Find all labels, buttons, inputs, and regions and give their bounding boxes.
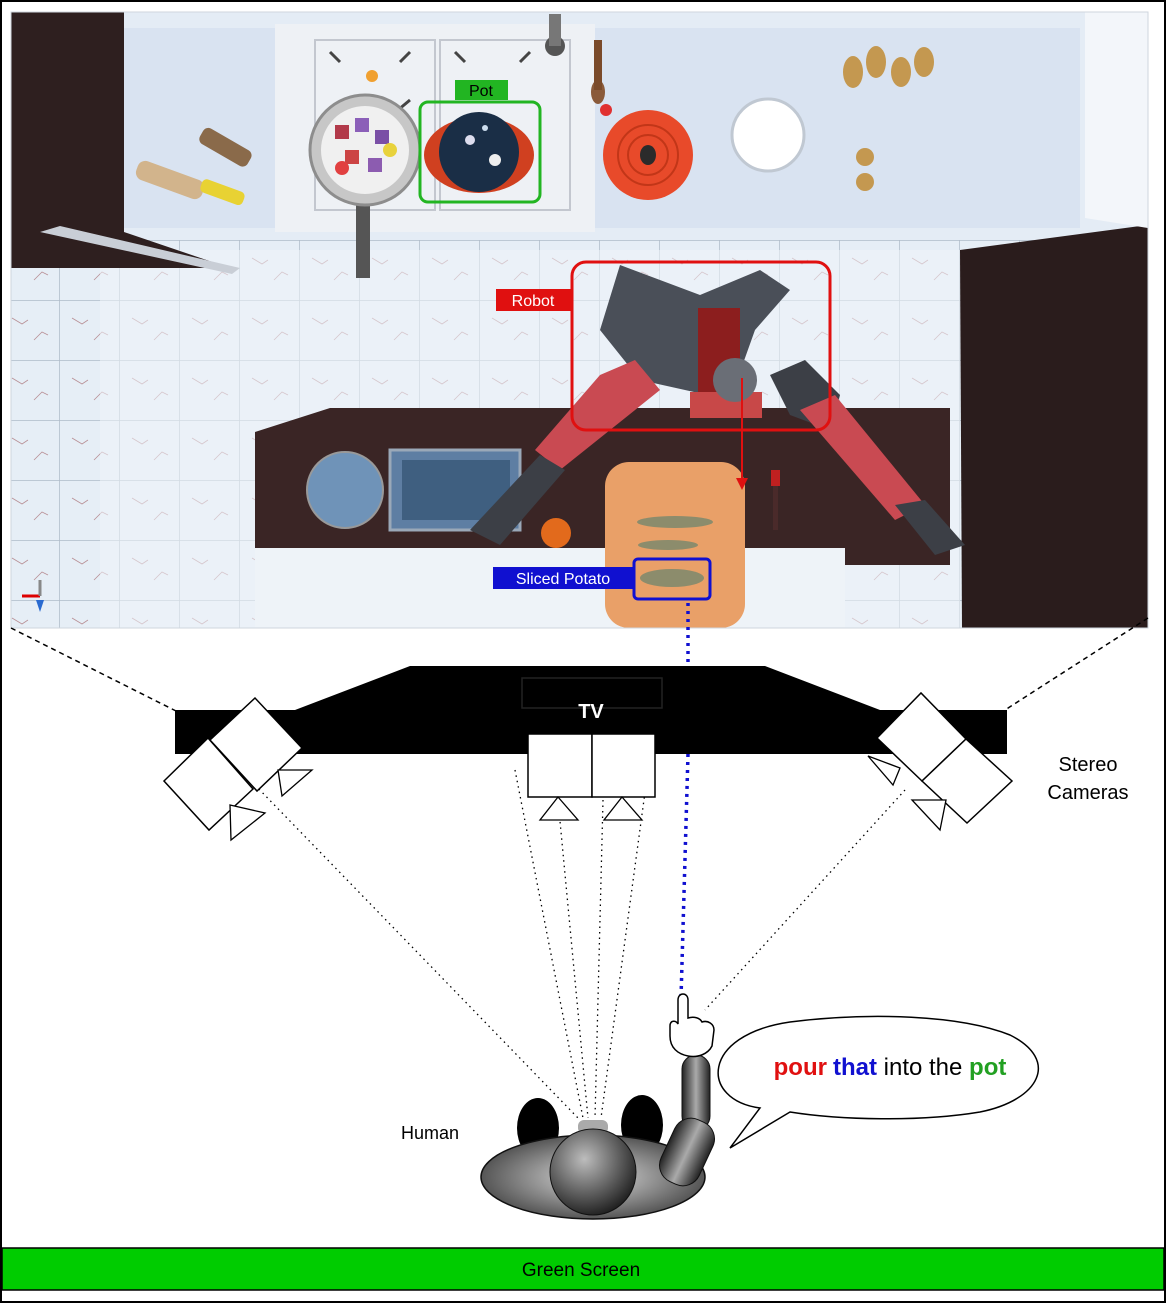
- frying-pan: [308, 93, 422, 278]
- pot-label: Pot: [469, 83, 494, 100]
- left-cabinet: [11, 12, 230, 268]
- green-screen: [1, 1247, 1165, 1291]
- sliced-potato-label-bg: [493, 567, 633, 589]
- kitchen-scene: [11, 12, 1148, 628]
- human-figure: [480, 993, 715, 1220]
- human-upper-arm: [659, 1117, 715, 1187]
- pointing-ray-lower: [679, 753, 690, 999]
- pointing-hand-icon: [669, 993, 715, 1058]
- stereo-camera-right: [867, 691, 1014, 832]
- speech-word-pot: pot: [969, 1054, 1006, 1081]
- tv: [175, 666, 1007, 754]
- pot-object: [424, 112, 534, 193]
- robot-object: [470, 265, 965, 555]
- potatoes: [843, 46, 934, 191]
- speech-bubble: [717, 1015, 1040, 1149]
- pot-label-bg: [455, 80, 508, 100]
- stereo-cameras-label-line1: Stereo: [1059, 754, 1118, 776]
- stereo-camera-center: [527, 733, 656, 821]
- sliced-potato-label: Sliced Potato: [516, 571, 610, 588]
- sliced-potato-box: [632, 557, 712, 601]
- projection-line-right: [1004, 617, 1149, 711]
- green-screen-label: Green Screen: [522, 1260, 640, 1281]
- scene-frame: [10, 11, 1149, 629]
- stereo-camera-left: [162, 696, 314, 842]
- bowl: [730, 97, 806, 173]
- tv-label: TV: [578, 701, 604, 723]
- pepper-mills: [135, 127, 252, 206]
- pot-box: [418, 100, 542, 204]
- stereo-cameras-label-line2: Cameras: [1047, 782, 1128, 804]
- speech-word-into-the: into the: [877, 1054, 969, 1081]
- right-cabinet: [960, 225, 1148, 628]
- robot-label: Robot: [512, 293, 555, 310]
- robot-box: [570, 260, 832, 432]
- axis-gizmo: [22, 580, 44, 612]
- speech-word-pour: pour: [774, 1054, 827, 1081]
- camera-sight-lines: [254, 769, 906, 1119]
- human-head: [549, 1128, 637, 1216]
- speech-word-that: that: [833, 1054, 877, 1081]
- projection-line-left: [10, 627, 179, 713]
- orange-lid: [603, 110, 693, 200]
- human-label: Human: [401, 1123, 459, 1143]
- robot-label-bg: [496, 289, 571, 311]
